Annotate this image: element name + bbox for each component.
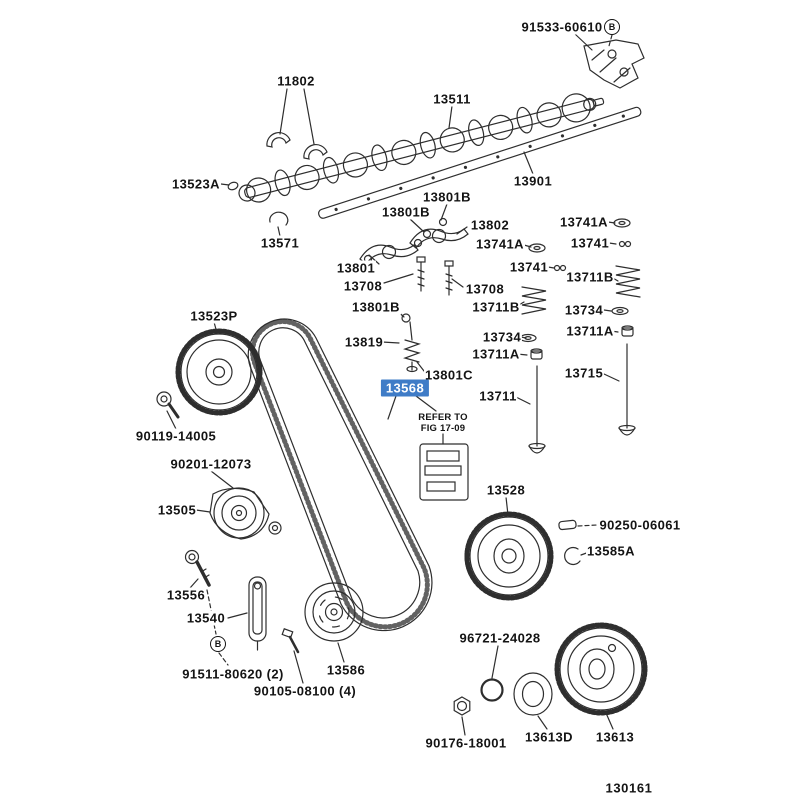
part-label-90105-08100-4[interactable]: 90105-08100 (4) xyxy=(252,683,358,699)
o-ring-drawing xyxy=(480,678,504,702)
part-label-13540[interactable]: 13540 xyxy=(185,610,227,626)
part-label-13741[interactable]: 13741 xyxy=(569,235,611,251)
part-label-13711B[interactable]: 13711B xyxy=(565,269,615,285)
part-label-13819[interactable]: 13819 xyxy=(343,334,385,350)
tension-rod-drawing xyxy=(248,576,267,651)
part-label-13505[interactable]: 13505 xyxy=(156,502,198,518)
bearing-caps-drawing xyxy=(266,132,328,160)
part-label-13711[interactable]: 13711 xyxy=(478,388,518,404)
clip-drawing xyxy=(269,211,289,226)
idler-pulley-drawing xyxy=(304,582,364,642)
timing-belt-drawing xyxy=(247,318,433,632)
refer-note-line2: FIG 17-09 xyxy=(420,423,466,434)
part-label-13741[interactable]: 13741 xyxy=(508,259,550,275)
part-label-13801B[interactable]: 13801B xyxy=(422,189,472,205)
part-label-13568[interactable]: 13568 xyxy=(380,379,430,397)
caution-plate-drawing xyxy=(419,443,469,501)
part-label-13802[interactable]: 13802 xyxy=(469,217,511,233)
part-label-13556[interactable]: 13556 xyxy=(165,587,207,603)
part-label-13708[interactable]: 13708 xyxy=(464,281,506,297)
head-bracket-drawing xyxy=(583,39,645,89)
circled-letter-marker: B xyxy=(210,636,226,652)
plug-drawing xyxy=(227,181,239,191)
figure-number: 130161 xyxy=(605,780,653,796)
part-label-13711A[interactable]: 13711A xyxy=(471,346,521,362)
part-label-13523A[interactable]: 13523A xyxy=(171,176,221,192)
part-label-13528[interactable]: 13528 xyxy=(485,482,527,498)
part-label-13901[interactable]: 13901 xyxy=(512,173,554,189)
crank-nut-drawing xyxy=(453,696,471,716)
part-label-13708[interactable]: 13708 xyxy=(342,278,384,294)
rocker-arms-drawing xyxy=(359,217,469,296)
part-label-13801[interactable]: 13801 xyxy=(335,260,377,276)
crank-pulley-drawing xyxy=(554,622,648,716)
part-label-13734[interactable]: 13734 xyxy=(481,329,523,345)
part-label-13523P[interactable]: 13523P xyxy=(189,308,239,324)
part-label-96721-24028[interactable]: 96721-24028 xyxy=(458,630,542,646)
valve-train-mid-drawing xyxy=(519,243,567,454)
part-label-13801B[interactable]: 13801B xyxy=(381,204,431,220)
crank-sprocket-drawing xyxy=(464,511,554,601)
part-label-13715[interactable]: 13715 xyxy=(563,365,605,381)
part-label-13734[interactable]: 13734 xyxy=(563,302,605,318)
part-label-90119-14005[interactable]: 90119-14005 xyxy=(134,428,218,444)
part-label-90250-06061[interactable]: 90250-06061 xyxy=(598,517,682,533)
circled-letter-marker: B xyxy=(604,19,620,35)
part-label-13801C[interactable]: 13801C xyxy=(424,367,474,383)
part-label-13613D[interactable]: 13613D xyxy=(524,729,574,745)
part-label-11802[interactable]: 11802 xyxy=(276,73,316,89)
refer-note-line1: REFER TO xyxy=(418,412,468,423)
part-label-13613[interactable]: 13613 xyxy=(594,729,636,745)
tensioner-pulley-drawing xyxy=(209,487,282,540)
part-label-13585A[interactable]: 13585A xyxy=(586,543,636,559)
part-label-13741A[interactable]: 13741A xyxy=(559,214,609,230)
valve-train-right-drawing xyxy=(611,218,641,436)
pivot-bolt-drawing xyxy=(184,549,211,587)
part-label-90176-18001[interactable]: 90176-18001 xyxy=(424,735,508,751)
part-label-13711B[interactable]: 13711B xyxy=(471,299,521,315)
part-label-13711A[interactable]: 13711A xyxy=(565,323,615,339)
part-label-13801B[interactable]: 13801B xyxy=(351,299,401,315)
part-label-13571[interactable]: 13571 xyxy=(259,235,301,251)
part-label-13586[interactable]: 13586 xyxy=(325,662,367,678)
part-label-13741A[interactable]: 13741A xyxy=(475,236,525,252)
dowel-pin-drawing xyxy=(558,519,577,531)
rocker-shaft-drawing xyxy=(318,106,642,219)
tensioner-stud-drawing xyxy=(401,313,421,373)
part-label-90201-12073[interactable]: 90201-12073 xyxy=(169,456,253,472)
part-label-91533-60610[interactable]: 91533-60610 xyxy=(520,19,604,35)
small-bolt-drawing xyxy=(281,628,300,654)
camshaft-drawing xyxy=(238,93,605,203)
part-label-91511-80620-2[interactable]: 91511-80620 (2) xyxy=(181,666,285,682)
snap-ring-drawing xyxy=(564,546,581,566)
flange-bolt-drawing xyxy=(156,391,180,419)
refer-note: REFER TO FIG 17-09 xyxy=(418,412,467,434)
oil-seal-drawing xyxy=(513,672,553,716)
part-label-13511[interactable]: 13511 xyxy=(432,91,472,107)
